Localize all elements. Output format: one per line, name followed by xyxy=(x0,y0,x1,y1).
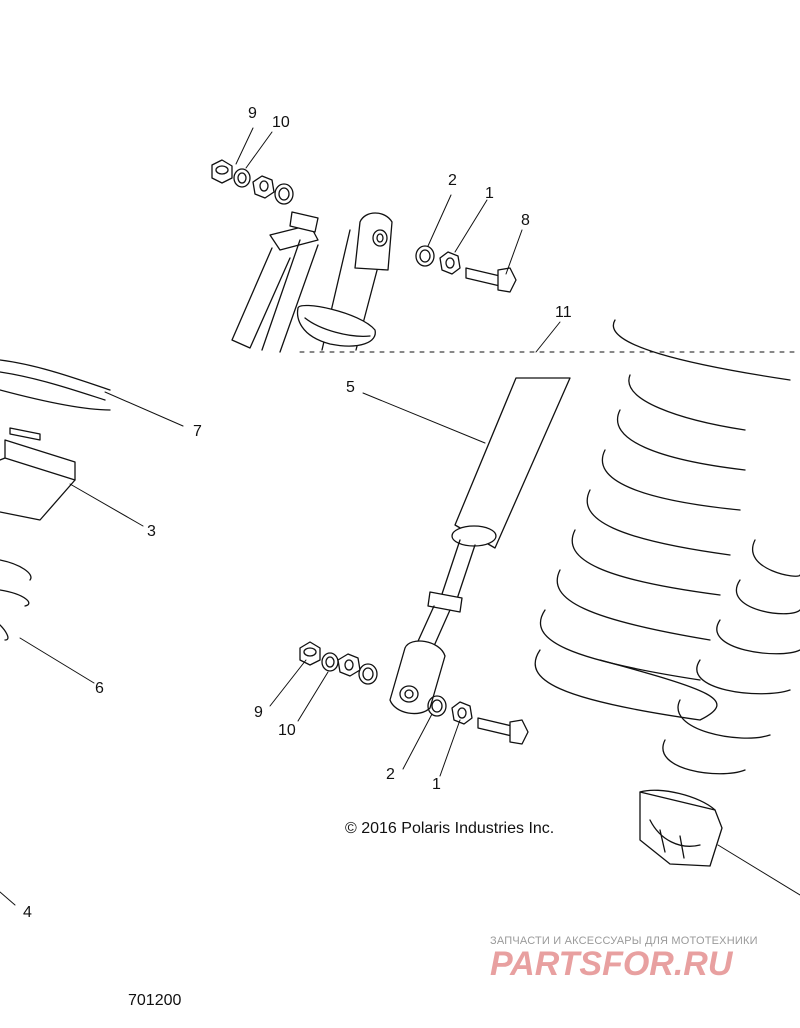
callout-1-top: 1 xyxy=(485,185,494,202)
svg-text:PARTSFOR.RU: PARTSFOR.RU xyxy=(490,945,734,983)
callout-2-bottom: 2 xyxy=(386,766,395,783)
callout-3: 3 xyxy=(147,523,156,540)
main-shock-body xyxy=(389,377,571,715)
copyright-notice: © 2016 Polaris Industries Inc. xyxy=(345,820,555,837)
lower-left-hardware xyxy=(299,641,378,685)
callout-1-bottom: 1 xyxy=(432,776,441,793)
callout-10-top: 10 xyxy=(272,114,290,131)
callout-7: 7 xyxy=(193,423,202,440)
watermark-tagline: ЗАПЧАСТИ И АКСЕССУАРЫ ДЛЯ МОТОТЕХНИКИ xyxy=(490,935,758,947)
callout-5: 5 xyxy=(346,379,355,396)
callout-2-top: 2 xyxy=(448,172,457,189)
watermark-logo: PARTSFOR.RU xyxy=(490,945,734,983)
callout-9-top: 9 xyxy=(248,105,257,122)
callout-6: 6 xyxy=(95,680,104,697)
lower-right-hardware xyxy=(427,695,529,745)
main-spring xyxy=(534,319,800,775)
leader-lines xyxy=(0,127,800,906)
callout-9-bottom: 9 xyxy=(254,704,263,721)
callout-10-bottom: 10 xyxy=(278,722,296,739)
upper-right-hardware xyxy=(415,245,517,293)
left-partial-parts xyxy=(0,359,111,641)
figure-number: 701200 xyxy=(128,992,182,1009)
callout-8: 8 xyxy=(521,212,530,229)
upper-shock-body xyxy=(231,211,393,353)
upper-left-hardware xyxy=(211,159,294,205)
callout-4: 4 xyxy=(23,904,32,921)
bump-stop xyxy=(639,789,723,867)
callout-11: 11 xyxy=(555,304,572,321)
